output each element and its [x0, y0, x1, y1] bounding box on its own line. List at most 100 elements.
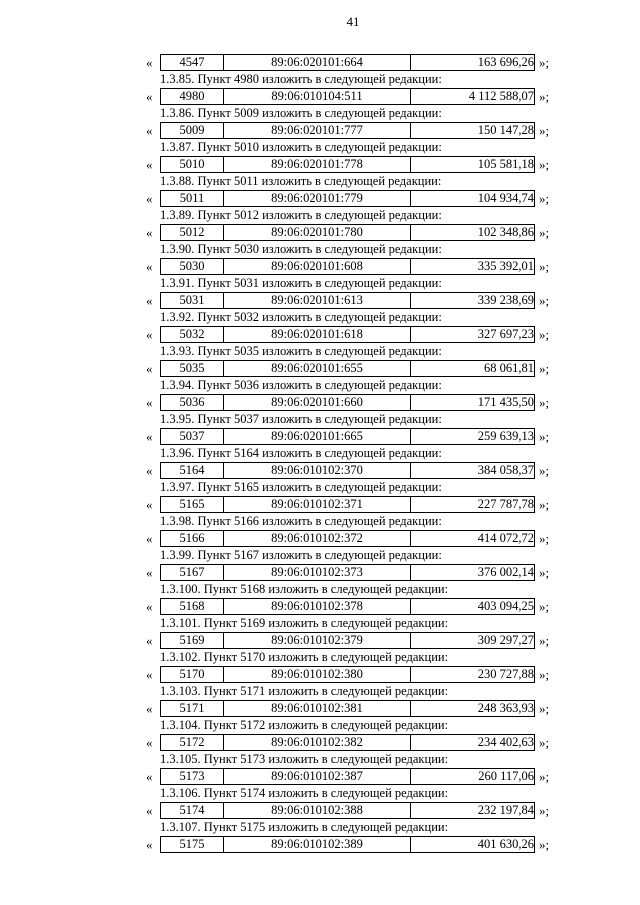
- cadastral-number-cell: 89:06:020101:779: [223, 190, 411, 207]
- amendment-caption: 1.3.102. Пункт 5170 изложить в следующей…: [160, 650, 449, 664]
- table-row: « 5171 89:06:010102:381 248 363,93 »;: [146, 700, 560, 717]
- amount-cell: 248 363,93: [410, 700, 535, 717]
- table-row: « 5174 89:06:010102:388 232 197,84 »;: [146, 802, 560, 819]
- table-row-cells: 5009 89:06:020101:777 150 147,28: [160, 122, 535, 139]
- close-quote-mark: »;: [539, 225, 550, 240]
- table-row: « 5169 89:06:010102:379 309 297,27 »;: [146, 632, 560, 649]
- amendment-item: « 5168 89:06:010102:378 403 094,25 »; 1.…: [146, 598, 560, 632]
- amendment-item: « 5170 89:06:010102:380 230 727,88 »; 1.…: [146, 666, 560, 700]
- close-quote-mark: »;: [539, 191, 550, 206]
- close-quote-mark: »;: [539, 429, 550, 444]
- close-quote-mark: »;: [539, 157, 550, 172]
- amendment-item: « 5009 89:06:020101:777 150 147,28 »; 1.…: [146, 122, 560, 156]
- amendment-item: « 5030 89:06:020101:608 335 392,01 »; 1.…: [146, 258, 560, 292]
- amendment-caption: 1.3.85. Пункт 4980 изложить в следующей …: [160, 72, 442, 86]
- item-number-cell: 5166: [160, 530, 224, 547]
- close-quote-mark: »;: [539, 769, 550, 784]
- amendment-caption: 1.3.89. Пункт 5012 изложить в следующей …: [160, 208, 442, 222]
- cadastral-number-cell: 89:06:010102:388: [223, 802, 411, 819]
- cadastral-number-cell: 89:06:020101:780: [223, 224, 411, 241]
- item-number-cell: 5031: [160, 292, 224, 309]
- table-row: « 5167 89:06:010102:373 376 002,14 »;: [146, 564, 560, 581]
- cadastral-number-cell: 89:06:010102:373: [223, 564, 411, 581]
- cadastral-number-cell: 89:06:020101:660: [223, 394, 411, 411]
- table-row-cells: 5012 89:06:020101:780 102 348,86: [160, 224, 535, 241]
- amendment-item: « 5032 89:06:020101:618 327 697,23 »; 1.…: [146, 326, 560, 360]
- item-number-cell: 4980: [160, 88, 224, 105]
- amendment-item: « 5175 89:06:010102:389 401 630,26 »;: [146, 836, 560, 853]
- open-quote-mark: «: [146, 429, 153, 444]
- amendment-table: 5037 89:06:020101:665 259 639,13: [160, 428, 535, 445]
- table-row-cells: 5167 89:06:010102:373 376 002,14: [160, 564, 535, 581]
- cadastral-number-cell: 89:06:020101:613: [223, 292, 411, 309]
- open-quote-mark: «: [146, 89, 153, 104]
- amount-cell: 230 727,88: [410, 666, 535, 683]
- amendment-caption: 1.3.101. Пункт 5169 изложить в следующей…: [160, 616, 449, 630]
- amendment-item: « 4547 89:06:020101:664 163 696,26 »; 1.…: [146, 54, 560, 88]
- item-number-cell: 5171: [160, 700, 224, 717]
- amount-cell: 150 147,28: [410, 122, 535, 139]
- open-quote-mark: «: [146, 633, 153, 648]
- open-quote-mark: «: [146, 191, 153, 206]
- table-row: « 5172 89:06:010102:382 234 402,63 »;: [146, 734, 560, 751]
- cadastral-number-cell: 89:06:020101:665: [223, 428, 411, 445]
- cadastral-number-cell: 89:06:010102:380: [223, 666, 411, 683]
- item-number-cell: 5168: [160, 598, 224, 615]
- amendment-item: « 5010 89:06:020101:778 105 581,18 »; 1.…: [146, 156, 560, 190]
- item-number-cell: 5037: [160, 428, 224, 445]
- close-quote-mark: »;: [539, 55, 550, 70]
- table-row-cells: 5173 89:06:010102:387 260 117,06: [160, 768, 535, 785]
- table-row-cells: 5172 89:06:010102:382 234 402,63: [160, 734, 535, 751]
- cadastral-number-cell: 89:06:020101:777: [223, 122, 411, 139]
- open-quote-mark: «: [146, 123, 153, 138]
- amendment-item: « 5037 89:06:020101:665 259 639,13 »; 1.…: [146, 428, 560, 462]
- table-row: « 5036 89:06:020101:660 171 435,50 »;: [146, 394, 560, 411]
- amount-cell: 163 696,26: [410, 54, 535, 71]
- amendment-table: 5165 89:06:010102:371 227 787,78: [160, 496, 535, 513]
- amendment-table: 5009 89:06:020101:777 150 147,28: [160, 122, 535, 139]
- close-quote-mark: »;: [539, 531, 550, 546]
- table-row: « 5030 89:06:020101:608 335 392,01 »;: [146, 258, 560, 275]
- amendments-list: « 4547 89:06:020101:664 163 696,26 »; 1.…: [146, 54, 560, 853]
- table-row: « 5165 89:06:010102:371 227 787,78 »;: [146, 496, 560, 513]
- table-row-cells: 5168 89:06:010102:378 403 094,25: [160, 598, 535, 615]
- amendment-table: 5036 89:06:020101:660 171 435,50: [160, 394, 535, 411]
- item-number-cell: 5164: [160, 462, 224, 479]
- close-quote-mark: »;: [539, 565, 550, 580]
- amount-cell: 384 058,37: [410, 462, 535, 479]
- amendment-item: « 5169 89:06:010102:379 309 297,27 »; 1.…: [146, 632, 560, 666]
- amendment-item: « 4980 89:06:010104:511 4 112 588,07 »; …: [146, 88, 560, 122]
- amendment-caption: 1.3.92. Пункт 5032 изложить в следующей …: [160, 310, 442, 324]
- table-row: « 5175 89:06:010102:389 401 630,26 »;: [146, 836, 560, 853]
- table-row-cells: 5037 89:06:020101:665 259 639,13: [160, 428, 535, 445]
- item-number-cell: 5010: [160, 156, 224, 173]
- cadastral-number-cell: 89:06:020101:664: [223, 54, 411, 71]
- amendment-caption: 1.3.98. Пункт 5166 изложить в следующей …: [160, 514, 442, 528]
- open-quote-mark: «: [146, 157, 153, 172]
- open-quote-mark: «: [146, 259, 153, 274]
- amendment-table: 5032 89:06:020101:618 327 697,23: [160, 326, 535, 343]
- amendment-caption: 1.3.99. Пункт 5167 изложить в следующей …: [160, 548, 442, 562]
- cadastral-number-cell: 89:06:010102:382: [223, 734, 411, 751]
- amendment-caption: 1.3.88. Пункт 5011 изложить в следующей …: [160, 174, 442, 188]
- amendment-table: 5172 89:06:010102:382 234 402,63: [160, 734, 535, 751]
- amendment-item: « 5012 89:06:020101:780 102 348,86 »; 1.…: [146, 224, 560, 258]
- amendment-caption: 1.3.104. Пункт 5172 изложить в следующей…: [160, 718, 449, 732]
- amount-cell: 403 094,25: [410, 598, 535, 615]
- table-row-cells: 5032 89:06:020101:618 327 697,23: [160, 326, 535, 343]
- amendment-table: 5167 89:06:010102:373 376 002,14: [160, 564, 535, 581]
- table-row: « 5035 89:06:020101:655 68 061,81 »;: [146, 360, 560, 377]
- open-quote-mark: «: [146, 803, 153, 818]
- amendment-table: 5173 89:06:010102:387 260 117,06: [160, 768, 535, 785]
- table-row: « 5164 89:06:010102:370 384 058,37 »;: [146, 462, 560, 479]
- amendment-item: « 5165 89:06:010102:371 227 787,78 »; 1.…: [146, 496, 560, 530]
- table-row: « 5010 89:06:020101:778 105 581,18 »;: [146, 156, 560, 173]
- table-row-cells: 4980 89:06:010104:511 4 112 588,07: [160, 88, 535, 105]
- amount-cell: 4 112 588,07: [410, 88, 535, 105]
- table-row: « 5037 89:06:020101:665 259 639,13 »;: [146, 428, 560, 445]
- amendment-item: « 5011 89:06:020101:779 104 934,74 »; 1.…: [146, 190, 560, 224]
- item-number-cell: 5030: [160, 258, 224, 275]
- amendment-item: « 5164 89:06:010102:370 384 058,37 »; 1.…: [146, 462, 560, 496]
- amendment-table: 5174 89:06:010102:388 232 197,84: [160, 802, 535, 819]
- table-row: « 5173 89:06:010102:387 260 117,06 »;: [146, 768, 560, 785]
